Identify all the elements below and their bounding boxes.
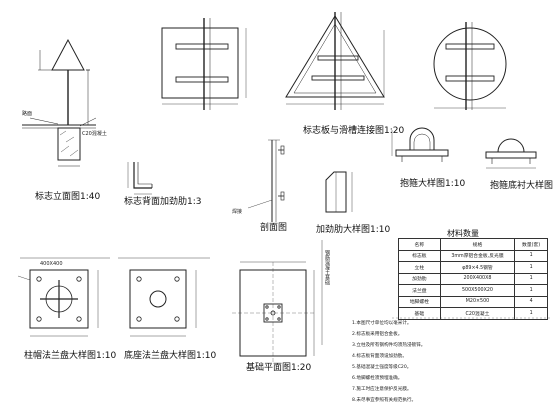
note-line: 4.标志板背面须设加劲肋。 bbox=[352, 354, 407, 359]
table-cell: 立柱 bbox=[398, 261, 441, 274]
table-cell: 200X400X8 bbox=[439, 272, 516, 285]
circle-panel-back-view bbox=[433, 22, 507, 110]
base-flange-plan bbox=[118, 257, 210, 337]
weld-note-label: 焊接 bbox=[232, 209, 243, 215]
stiffener-detail bbox=[325, 171, 353, 213]
materials-table: 名称 规格 数量(套) 标志板 3mm厚铝合金板,反光膜 1 立柱 φ89×4.… bbox=[398, 238, 548, 320]
caption-clamp-b: 抱箍底衬大样图 bbox=[490, 181, 554, 191]
table-row: 加劲肋 200X400X8 1 bbox=[398, 272, 548, 285]
caption-bracket: 标志背面加劲肋1:3 bbox=[124, 197, 202, 207]
table-cell: 500X500X20 bbox=[439, 284, 516, 297]
flange-dim-label: 400X400 bbox=[40, 261, 63, 267]
table-row: 基础 C20混凝土 1 bbox=[398, 307, 548, 320]
ground-dim-label: C20混凝土 bbox=[82, 131, 107, 137]
clamp-detail-a bbox=[391, 127, 449, 162]
top-flange-plan bbox=[17, 257, 110, 337]
ground-label: 路面 bbox=[22, 111, 33, 117]
clamp-detail-b bbox=[485, 138, 537, 169]
table-header-cell: 名称 bbox=[398, 238, 441, 251]
table-header-cell: 规格 bbox=[439, 238, 516, 251]
caption-stiffener: 加劲肋大样图1:10 bbox=[316, 225, 391, 235]
table-cell: 标志板 bbox=[398, 249, 441, 262]
sign-elevation-view bbox=[22, 38, 97, 167]
pole-section-view bbox=[247, 139, 285, 222]
foundation-vertical-label: 钢筋混凝土基础 bbox=[324, 250, 330, 285]
foundation-plan bbox=[232, 240, 323, 364]
rect-panel-back-view bbox=[161, 18, 247, 110]
table-row: 立柱 φ89×4.5钢管 1 bbox=[398, 261, 548, 274]
table-cell: 1 bbox=[514, 249, 548, 262]
table-cell: 3mm厚铝合金板,反光膜 bbox=[439, 249, 516, 262]
table-cell: 地脚螺栓 bbox=[398, 295, 441, 308]
note-line: 8.未尽事宜参照有关规范执行。 bbox=[352, 398, 417, 403]
caption-foundation: 基础平面图1:20 bbox=[246, 363, 312, 373]
table-header-cell: 数量(套) bbox=[514, 238, 548, 251]
materials-title: 材料数量 bbox=[447, 229, 479, 238]
table-cell: 1 bbox=[514, 307, 548, 320]
caption-section: 剖面图 bbox=[260, 223, 288, 233]
caption-clamp-a: 抱箍大样图1:10 bbox=[400, 179, 466, 189]
table-cell: 法兰盘 bbox=[398, 284, 441, 297]
table-row: 标志板 3mm厚铝合金板,反光膜 1 bbox=[398, 249, 548, 262]
note-line: 2.标志板采用铝合金板。 bbox=[352, 332, 403, 337]
caption-elevation: 标志立面图1:40 bbox=[35, 192, 101, 202]
note-line: 7.施工时应注意保护反光膜。 bbox=[352, 387, 412, 392]
table-cell: 1 bbox=[514, 272, 548, 285]
note-line: 3.立柱及所有钢构件均须热浸镀锌。 bbox=[352, 343, 426, 348]
table-cell: 1 bbox=[514, 261, 548, 274]
materials-header-row: 名称 规格 数量(套) bbox=[398, 238, 548, 251]
caption-top-flange: 柱帽法兰盘大样图1:10 bbox=[24, 351, 117, 361]
table-cell: M20×500 bbox=[439, 295, 516, 308]
table-cell: 1 bbox=[514, 284, 548, 297]
note-line: 5.基础混凝土强度等级C20。 bbox=[352, 365, 412, 370]
table-row: 法兰盘 500X500X20 1 bbox=[398, 284, 548, 297]
table-cell: 基础 bbox=[398, 307, 441, 320]
caption-base-flange: 底座法兰盘大样图1:10 bbox=[124, 351, 217, 361]
table-row: 地脚螺栓 M20×500 4 bbox=[398, 295, 548, 308]
table-cell: 4 bbox=[514, 295, 548, 308]
note-line: 1.本图尺寸单位均以毫米计。 bbox=[352, 321, 412, 326]
table-cell: φ89×4.5钢管 bbox=[439, 261, 516, 274]
note-line: 6.地脚螺栓须预埋准确。 bbox=[352, 376, 403, 381]
back-bracket-view bbox=[127, 162, 153, 195]
triangle-panel-back-view bbox=[285, 12, 385, 110]
table-cell: C20混凝土 bbox=[439, 307, 516, 320]
table-cell: 加劲肋 bbox=[398, 272, 441, 285]
caption-panel-beam: 标志板与滑槽连接图1:20 bbox=[303, 126, 405, 136]
